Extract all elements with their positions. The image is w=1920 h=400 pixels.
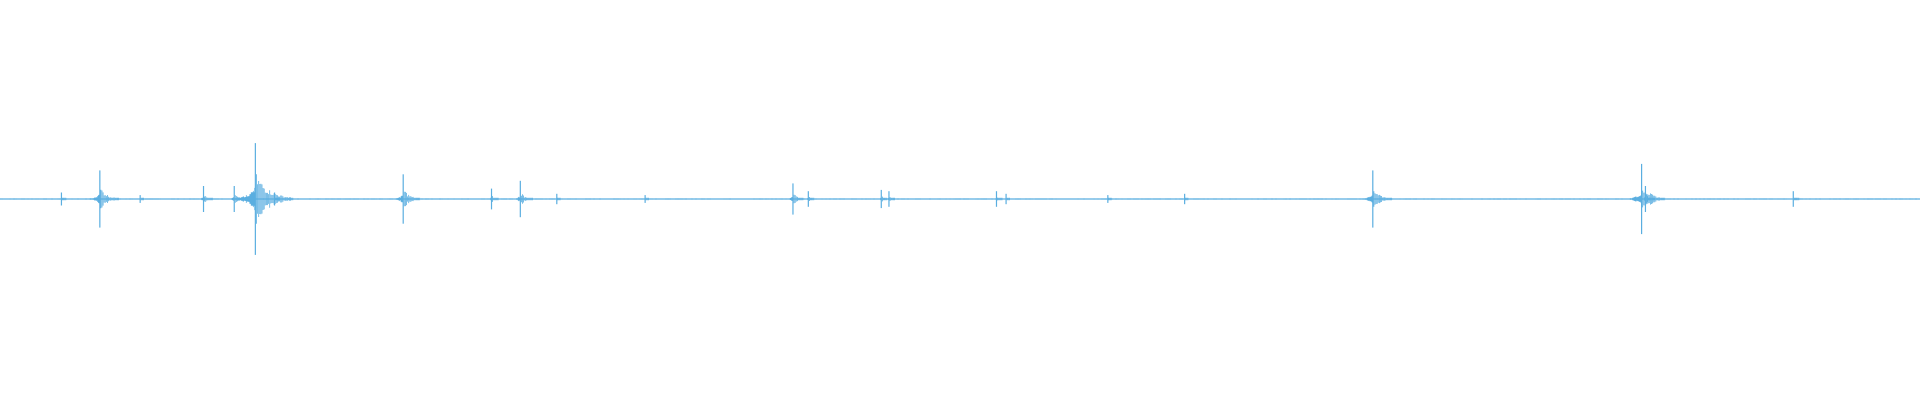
waveform-peak: [58, 192, 67, 206]
waveform-peak: [1789, 191, 1800, 207]
waveform-peak: [271, 192, 280, 206]
waveform-peak: [1003, 193, 1010, 205]
waveform-peak: [786, 183, 804, 215]
waveform-peaks-group: [58, 143, 1800, 255]
waveform-peak: [885, 191, 895, 207]
waveform-peak: [486, 188, 499, 210]
waveform-peak: [642, 195, 649, 203]
waveform-peak: [992, 191, 1003, 207]
waveform-peak: [1105, 195, 1112, 203]
waveform-peak: [1182, 193, 1189, 205]
waveform-peak: [392, 174, 421, 224]
waveform-peak: [197, 186, 213, 212]
waveform-peak: [804, 191, 815, 207]
waveform-peak: [231, 143, 294, 255]
waveform-peak: [137, 195, 144, 203]
waveform-peak: [512, 180, 533, 218]
waveform-peak: [1360, 170, 1392, 228]
waveform-peak: [554, 193, 561, 205]
waveform-peak: [87, 170, 119, 228]
waveform-peak: [1639, 186, 1655, 212]
